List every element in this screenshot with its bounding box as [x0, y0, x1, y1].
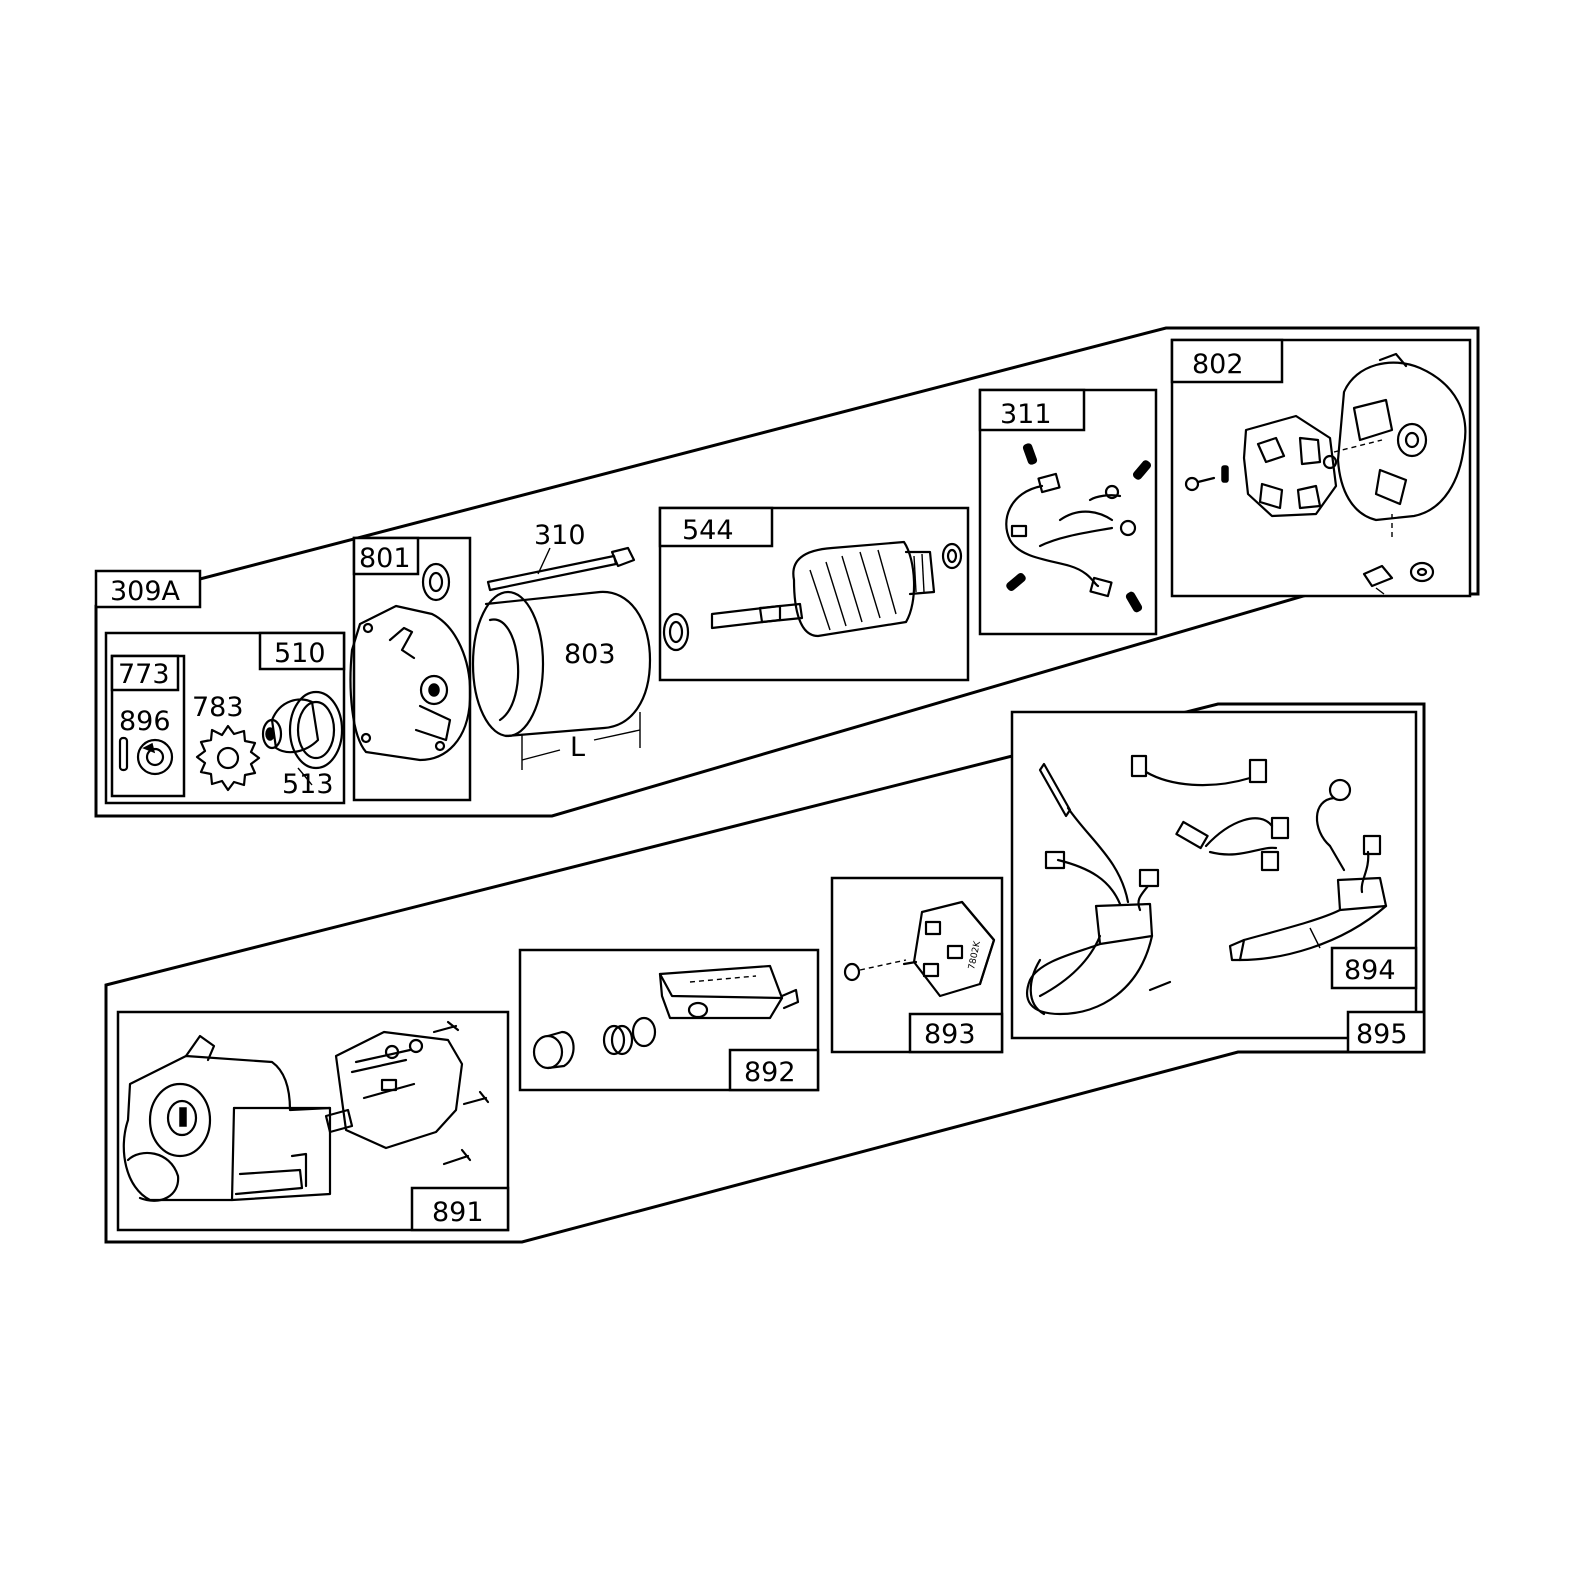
armature-544-drawing	[710, 540, 936, 638]
plunger-892-drawing	[532, 1016, 657, 1070]
label-box-802	[1170, 338, 1284, 384]
label-box-773	[110, 654, 180, 692]
washer-544-drawing	[662, 612, 690, 652]
part-number-893: 893	[924, 1019, 976, 1050]
group-895-frame	[104, 702, 1426, 1244]
part-number-892: 892	[744, 1057, 796, 1088]
label-box-311	[978, 388, 1086, 432]
solenoid-plate-891-drawing	[324, 1020, 490, 1166]
part-number-309a: 309A	[110, 576, 181, 607]
nut-773-drawing	[136, 738, 174, 776]
brush-holder-802-drawing	[1184, 414, 1338, 518]
dimension-label-l: L	[570, 732, 585, 763]
part-number-513: 513	[282, 769, 334, 800]
label-box-801	[352, 536, 420, 576]
part-number-894: 894	[1344, 955, 1396, 986]
rectifier-893-drawing	[843, 900, 996, 998]
solenoid-891-drawing	[122, 1034, 332, 1202]
part-number-510: 510	[274, 638, 326, 669]
part-number-311: 311	[1000, 399, 1052, 430]
brush-set-311-drawing	[1005, 443, 1152, 613]
housing-803-drawing	[471, 590, 652, 738]
part-number-891: 891	[432, 1197, 484, 1228]
part-number-783: 783	[192, 692, 244, 723]
part-number-802: 802	[1192, 349, 1244, 380]
label-box-891	[410, 1186, 510, 1232]
end-cap-801-drawing	[349, 604, 472, 762]
harness-894-drawing	[1130, 754, 1388, 962]
label-box-510	[258, 631, 346, 671]
clip-and-nut-802-drawing	[1362, 561, 1435, 595]
part-number-801: 801	[359, 543, 411, 574]
part-number-896: 896	[119, 706, 171, 737]
label-box-894	[1330, 946, 1418, 990]
label-box-893	[908, 1012, 1004, 1054]
commutator-end-cap-802-drawing	[1333, 352, 1467, 540]
harness-895-drawing	[1026, 762, 1172, 1016]
part-number-803: 803	[564, 639, 616, 670]
through-bolt-310-drawing	[486, 546, 636, 592]
pin-896-drawing	[118, 736, 129, 772]
label-box-309a	[94, 569, 202, 609]
gear-783-drawing	[195, 724, 261, 792]
label-box-895	[1346, 1010, 1426, 1054]
washer-801-drawing	[421, 562, 451, 602]
length-dimension-l	[521, 712, 641, 770]
part-number-544: 544	[682, 515, 734, 546]
part-number-773: 773	[118, 659, 170, 690]
clutch-513-drawing	[261, 690, 344, 786]
part-number-895: 895	[1356, 1019, 1408, 1050]
washer-544b-drawing	[941, 542, 963, 570]
label-box-544	[658, 506, 774, 548]
label-box-892	[728, 1048, 820, 1092]
subgroup-801-box	[352, 536, 472, 802]
switch-892-drawing	[658, 964, 800, 1020]
part-number-310: 310	[534, 520, 586, 551]
